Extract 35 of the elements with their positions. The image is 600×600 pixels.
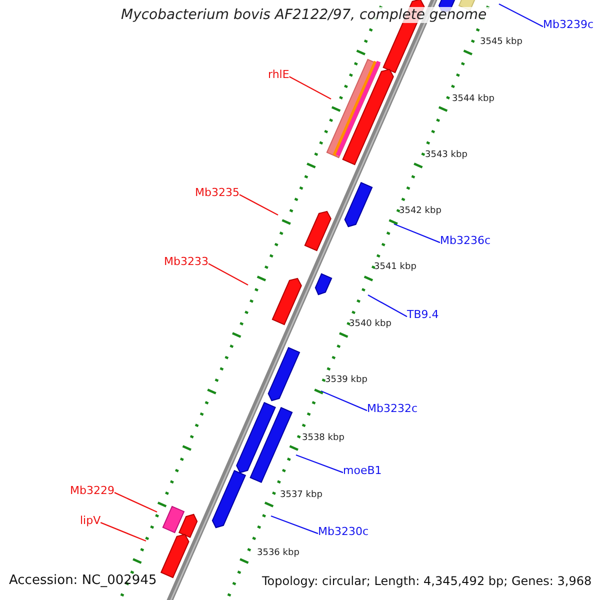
- gene-label: Mb3236c: [440, 235, 491, 248]
- tick-label: 3540 kbp: [349, 319, 392, 330]
- tick-label: 3536 kbp: [257, 548, 300, 558]
- leader-line: [239, 194, 278, 216]
- tick-label: 3538 kbp: [302, 433, 344, 444]
- gene-label: Mb3230c: [318, 526, 369, 539]
- tick-label: 3544 kbp: [452, 94, 494, 104]
- leader-line: [296, 454, 344, 474]
- gene-label: Mb3233: [164, 256, 208, 269]
- map-title: Mycobacterium bovis AF2122/97, complete genome: [118, 7, 490, 24]
- gene-label: rhlE: [268, 69, 290, 82]
- tick-label: 3542 kbp: [399, 206, 442, 216]
- leader-line: [270, 515, 318, 534]
- gene-label: Mb3239c: [543, 19, 594, 32]
- leader-line: [114, 492, 158, 513]
- tick-label: 3539 kbp: [325, 375, 368, 386]
- leader-line: [498, 3, 544, 28]
- accession-text: Accession: NC_002945: [9, 574, 157, 589]
- leader-line: [320, 390, 368, 412]
- gene-label: TB9.4: [407, 309, 439, 322]
- genome-info-text: Topology: circular; Length: 4,345,492 bp; Genes: 3,968: [262, 575, 592, 589]
- gene-label: Mb3232c: [367, 403, 418, 416]
- tick-label: 3541 kbp: [374, 262, 416, 272]
- tick-label: 3545 kbp: [480, 37, 522, 48]
- gene-label: Mb3235: [195, 187, 240, 200]
- leader-line: [289, 76, 332, 100]
- leader-line: [100, 522, 146, 542]
- gene-label: moeB1: [343, 465, 382, 478]
- leader-line: [368, 294, 408, 318]
- tick-label: 3537 kbp: [280, 490, 322, 500]
- gene-label: lipV: [80, 515, 101, 528]
- gene-label: Mb3229: [70, 485, 114, 498]
- leader-line: [394, 223, 440, 244]
- leader-line: [208, 263, 248, 286]
- tick-label: 3543 kbp: [425, 150, 468, 160]
